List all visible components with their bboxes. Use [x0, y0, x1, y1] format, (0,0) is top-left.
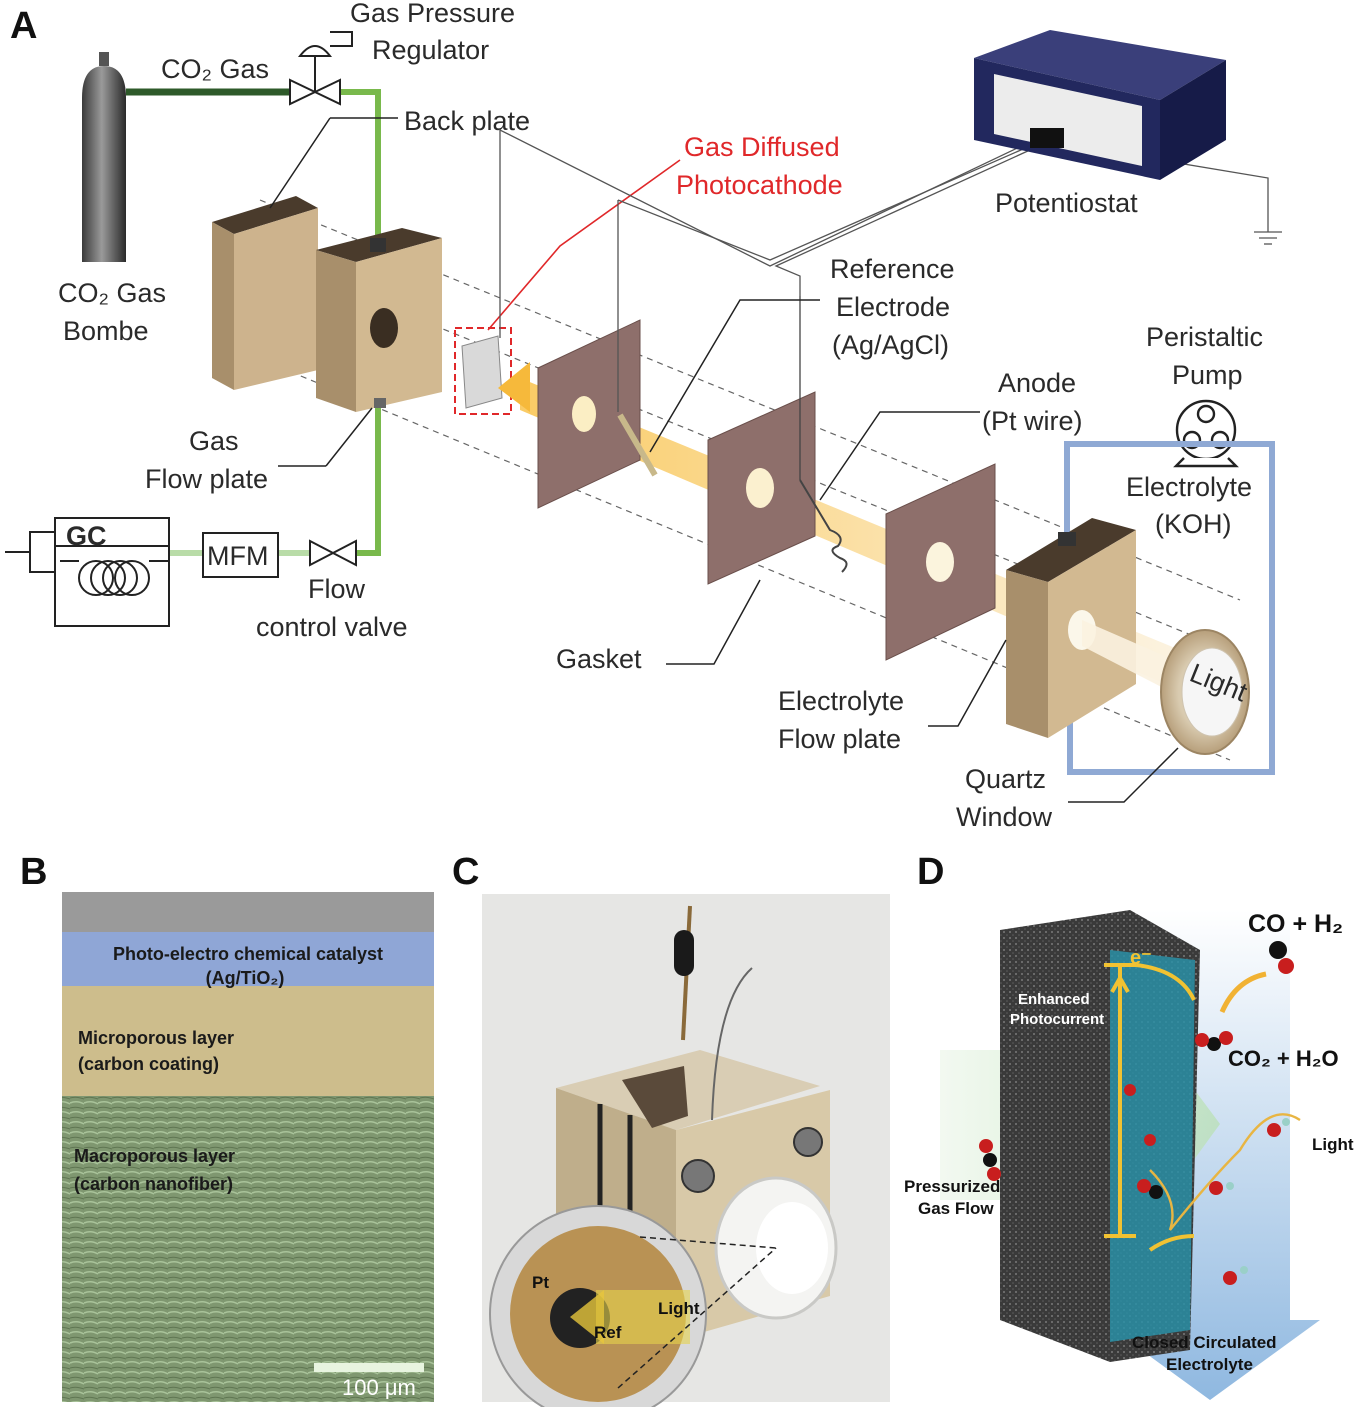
quartz-window-label-1: Quartz: [965, 764, 1046, 794]
quartz-window-label-2: Window: [956, 802, 1053, 832]
inset-circle: [489, 1205, 777, 1407]
co2-gas-cylinder: [82, 52, 126, 262]
electrolyte-koh-label-2: (KOH): [1155, 509, 1232, 539]
electron-path: [1104, 963, 1196, 1252]
back-plate-label: Back plate: [404, 106, 530, 136]
pt-label: Pt: [532, 1273, 549, 1292]
flow-control-valve-icon: [309, 539, 357, 567]
scale-bar: [314, 1363, 424, 1372]
pressurized-gas-flow-label-1: Pressurized: [904, 1177, 1000, 1196]
products-label: CO + H₂: [1248, 910, 1343, 938]
pressurized-gas-flow-label-2: Gas Flow: [918, 1199, 994, 1218]
gas-flow-plate-label-1: Gas: [189, 426, 239, 456]
back-plate-leader: [269, 117, 331, 209]
layer-microporous-label-2: (carbon coating): [78, 1054, 219, 1074]
gas-pressure-regulator-icon: [289, 31, 353, 106]
reference-electrode-label-1: Reference: [830, 254, 955, 284]
gasket-2: [707, 391, 816, 585]
scale-bar-label: 100 μm: [342, 1375, 416, 1400]
gasket-leader: [666, 579, 761, 665]
photocathode-label-1: Gas Diffused: [684, 132, 840, 162]
regulated-gas-line: [340, 89, 381, 244]
catalyst-layer: [1110, 950, 1195, 1342]
layer-catalyst: [62, 932, 434, 986]
layer-catalyst-label-2: (Ag/TiO₂): [206, 968, 285, 988]
layer-macroporous: [62, 1096, 434, 1402]
reference-electrode-leader: [649, 299, 820, 453]
electrolyte-flow-plate-leader: [928, 639, 1007, 727]
gasket-3: [885, 463, 996, 661]
flow-control-valve-label-2: control valve: [256, 612, 408, 642]
gas-flow-plate-label-2: Flow plate: [145, 464, 268, 494]
layer-microporous-label-1: Microporous layer: [78, 1028, 234, 1048]
molecules: [979, 941, 1294, 1285]
mfm-label: MFM: [207, 541, 268, 571]
reference-electrode-label-3: (Ag/AgCl): [832, 330, 949, 360]
potentiostat-device: [974, 30, 1226, 180]
outlet-gas-line: [356, 402, 381, 556]
gas-pressure-regulator-label-2: Regulator: [372, 35, 489, 65]
potentiostat-label: Potentiostat: [995, 188, 1138, 218]
anode-label-2: (Pt wire): [982, 406, 1083, 436]
gas-diffused-photocathode: [454, 327, 512, 415]
back-plate: [212, 196, 318, 390]
layer-macroporous-label-1: Macroporous layer: [74, 1146, 235, 1166]
gc-label: GC: [66, 521, 107, 551]
electrolyte-loop: [1064, 441, 1275, 775]
electrolyte-flow-plate-label-1: Electrolyte: [778, 686, 904, 716]
anode-leader: [819, 411, 980, 501]
anode-pt-wire: [799, 296, 848, 573]
co2-gas-bombe-label-1: CO₂ Gas: [58, 278, 166, 308]
inset-light-label: Light: [658, 1299, 700, 1318]
light-wave: [1149, 1113, 1301, 1231]
electrolyte-flow-plate-label-2: Flow plate: [778, 724, 901, 754]
panel-d-label: D: [917, 851, 944, 893]
flow-control-valve-label-1: Flow: [308, 574, 366, 604]
photocathode-leader: [487, 159, 681, 331]
panel-d: D: [904, 851, 1354, 1400]
gas-pressure-regulator-label-1: Gas Pressure: [350, 0, 515, 28]
co2-gas-bombe-label-2: Bombe: [63, 316, 149, 346]
panel-b-label: B: [20, 851, 47, 893]
co2-gas-label: CO₂ Gas: [161, 54, 269, 84]
peristaltic-pump-label-1: Peristaltic: [1146, 322, 1263, 352]
panel-c-label: C: [452, 851, 479, 893]
product-release-arrow: [1219, 971, 1267, 1014]
panel-c: C Pt Ref Ligh: [452, 851, 890, 1407]
gasket-label: Gasket: [556, 644, 642, 674]
closed-electrolyte-label-1: Closed Circulated: [1132, 1333, 1277, 1352]
electrolyte-flow-plate: [1006, 518, 1136, 738]
peristaltic-pump-label-2: Pump: [1172, 360, 1243, 390]
enhanced-photocurrent-label-2: Photocurrent: [1010, 1011, 1104, 1028]
mfm-box: [202, 532, 279, 578]
peristaltic-pump-icon: [1173, 399, 1239, 468]
ref-label: Ref: [594, 1323, 622, 1342]
photocathode-label-2: Photocathode: [676, 170, 843, 200]
panel-a-label: A: [10, 5, 37, 47]
layer-microporous: [62, 986, 434, 1096]
enhanced-photocurrent-label-1: Enhanced: [1018, 991, 1090, 1008]
electron-label: e⁻: [1130, 947, 1152, 969]
quartz-window-leader: [1068, 747, 1179, 803]
layer-macroporous-label-2: (carbon nanofiber): [74, 1174, 233, 1194]
reference-electrode-label-2: Electrode: [836, 292, 950, 322]
gc-instrument: [5, 517, 170, 627]
layer-catalyst-label-1: Photo-electro chemical catalyst: [113, 944, 383, 964]
electrolyte-koh-label-1: Electrolyte: [1126, 472, 1252, 502]
reference-electrode: [617, 200, 658, 477]
panel-d-light-label: Light: [1312, 1135, 1354, 1154]
sem-top-surface: [62, 892, 434, 932]
gas-flow-plate: [316, 228, 442, 412]
panel-b: B Photo-electro chemical catalyst (Ag/Ti…: [20, 851, 434, 1402]
anode-label-1: Anode: [998, 368, 1076, 398]
reactants-label: CO₂ + H₂O: [1228, 1046, 1339, 1071]
quartz-window: [1160, 629, 1250, 755]
panel-a: A CO₂ Gas Gas Pressure Regulator Back pl…: [5, 0, 1282, 832]
gasket-1: [537, 319, 641, 509]
closed-electrolyte-label-2: Electrolyte: [1166, 1355, 1253, 1374]
